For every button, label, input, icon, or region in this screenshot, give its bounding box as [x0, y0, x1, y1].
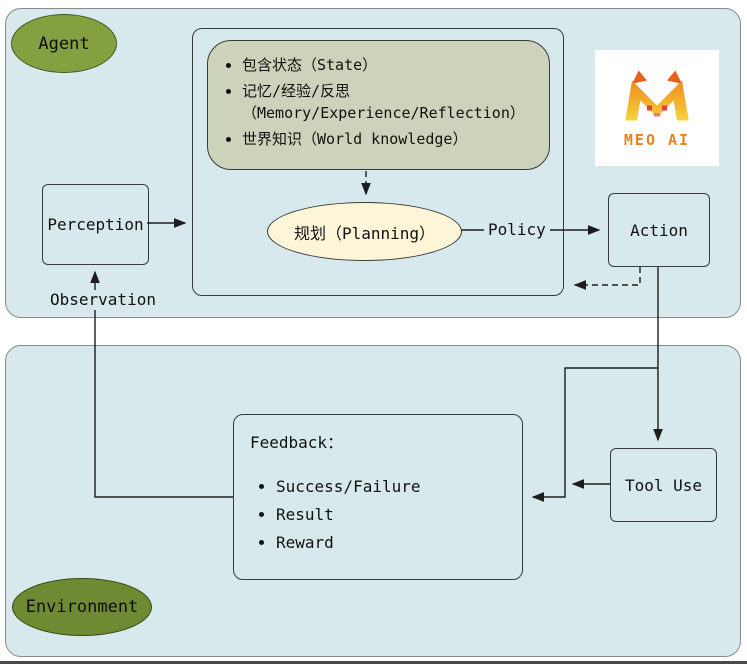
feedback-title: Feedback：: [250, 433, 344, 452]
state-item: 包含状态（State）: [242, 54, 549, 77]
agent-core-box: [192, 28, 564, 296]
state-item-list: 包含状态（State） 记忆/经验/反思（Memory/Experience/R…: [208, 54, 549, 150]
environment-container: Feedback： Success/Failure Result Reward …: [5, 345, 741, 657]
meo-ai-logo: MEO AI: [595, 50, 719, 166]
agent-label: Agent: [11, 14, 117, 73]
action-node: Action: [608, 193, 710, 267]
policy-label: Policy: [484, 220, 550, 240]
tool-use-node: Tool Use: [610, 448, 717, 522]
meo-ai-logo-icon: [625, 70, 689, 120]
state-memory-box: 包含状态（State） 记忆/经验/反思（Memory/Experience/R…: [207, 40, 550, 170]
feedback-box: Feedback： Success/Failure Result Reward: [233, 414, 523, 580]
observation-label: Observation: [46, 290, 160, 310]
feedback-item: Success/Failure: [276, 477, 522, 496]
planning-node: 规划（Planning）: [267, 202, 462, 261]
environment-label: Environment: [12, 578, 152, 636]
state-item: 记忆/经验/反思（Memory/Experience/Reflection）: [242, 80, 549, 125]
screen-bottom-edge: [0, 661, 747, 664]
feedback-item: Result: [276, 505, 522, 524]
perception-node: Perception: [42, 184, 149, 265]
state-item: 世界知识（World knowledge）: [242, 128, 549, 151]
feedback-item-list: Success/Failure Result Reward: [234, 477, 522, 552]
agent-container: Agent 包含状态（State） 记忆/经验/反思（Memory/Experi…: [5, 8, 741, 318]
feedback-item: Reward: [276, 533, 522, 552]
logo-text: MEO AI: [623, 130, 691, 149]
